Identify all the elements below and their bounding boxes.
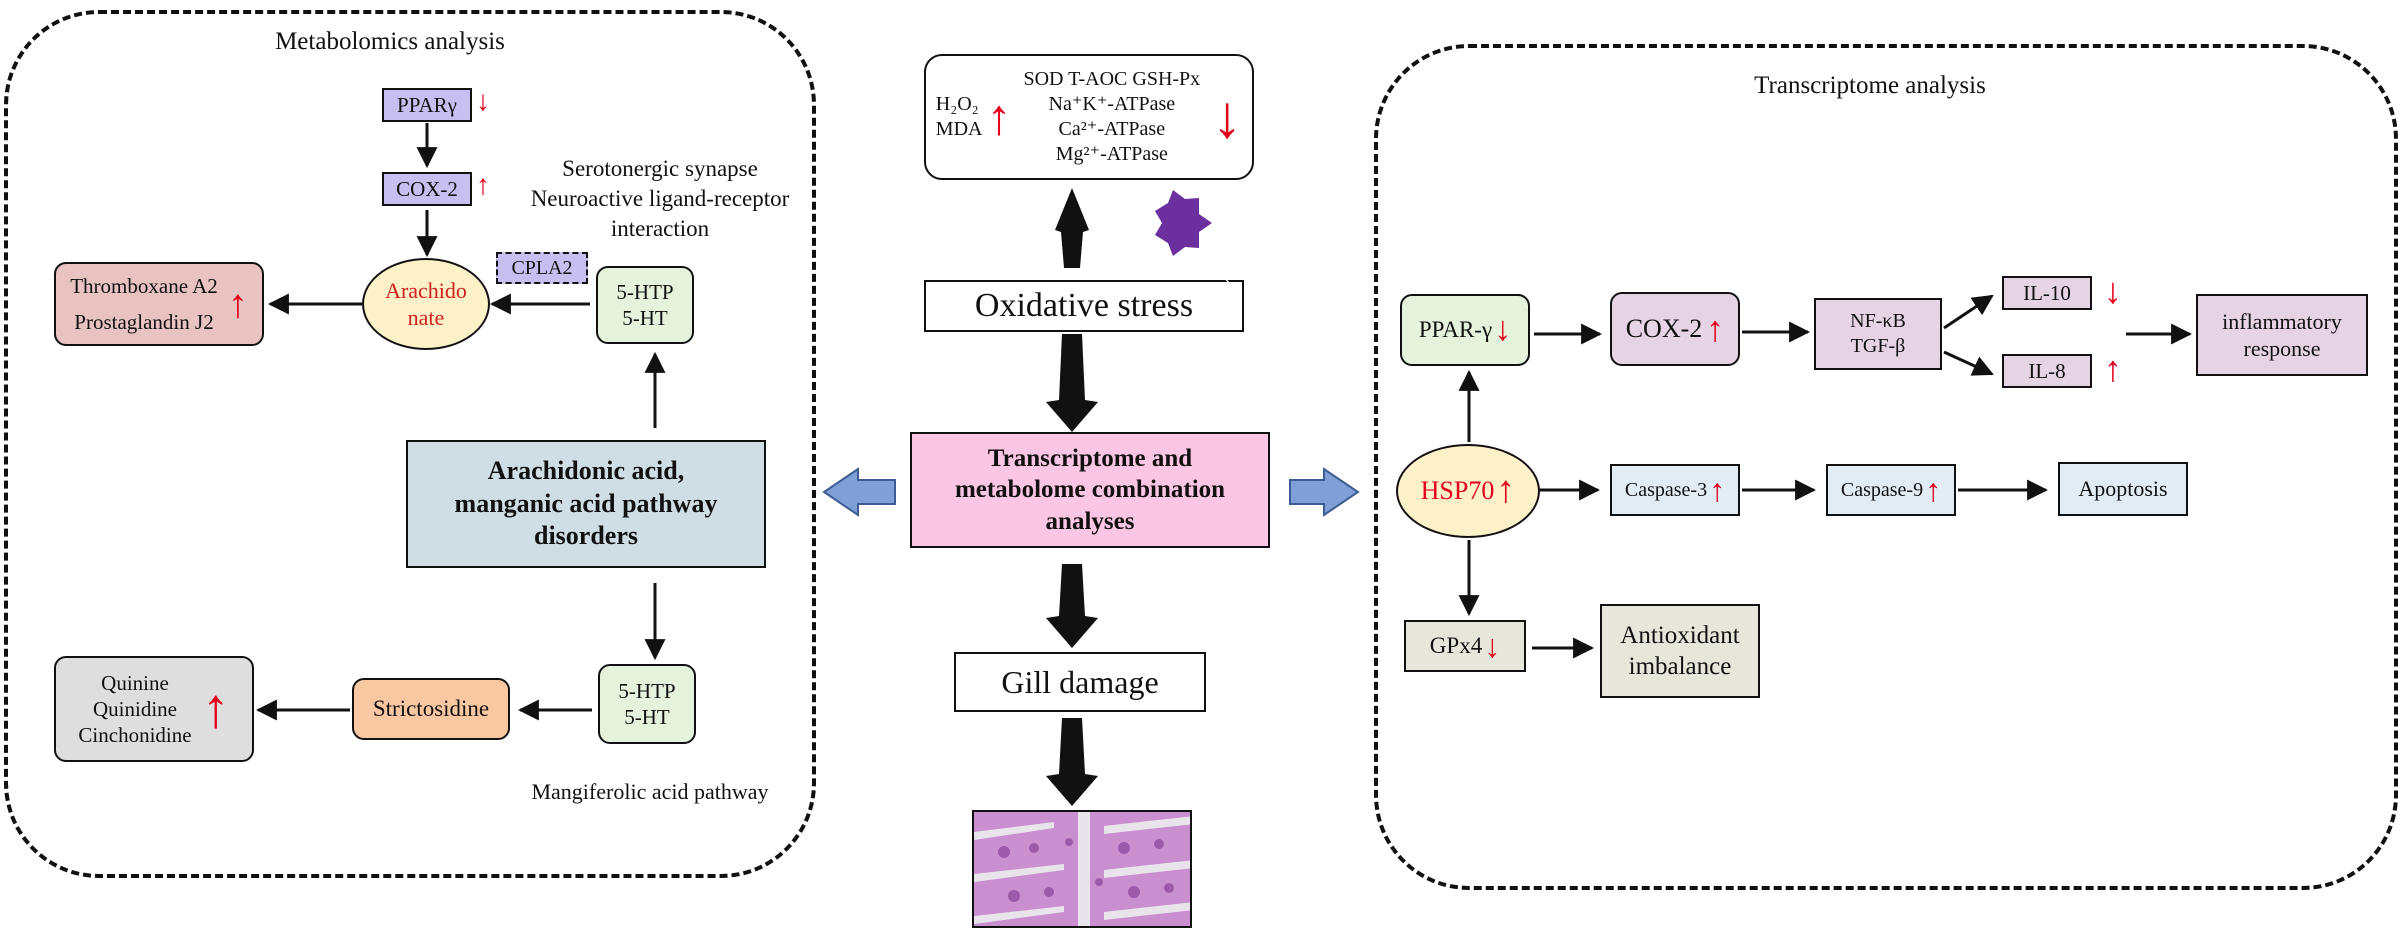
up-arrow-icon: ↑ [1709, 472, 1726, 508]
up-arrow-icon: ↑ [986, 88, 1012, 145]
il10-box: IL-10 [2002, 276, 2092, 310]
hsp70-ellipse: HSP70↑ [1396, 444, 1540, 538]
il8-box: IL-8 [2002, 354, 2092, 388]
up-arrow-icon: ↑ [476, 170, 490, 201]
block-arrow-right [1289, 467, 1360, 517]
crvi-label: Cr(VI) [1198, 258, 1264, 284]
arrow-combination-to-gill [1046, 564, 1098, 648]
cpla2-box: CPLA2 [496, 252, 588, 284]
up-arrow-icon: ↑ [2104, 349, 2122, 389]
transcriptome-panel [1374, 44, 2398, 890]
up-arrow-icon: ↑ [227, 281, 248, 326]
apoptosis-box: Apoptosis [2058, 462, 2188, 516]
cox2-box-m: COX-2 [382, 172, 472, 206]
down-arrow-icon: ↓ [1484, 628, 1501, 664]
down-arrow-icon: ↓ [1494, 310, 1512, 348]
gill-damage-box: Gill damage [954, 652, 1206, 712]
gill-tissue-drawing [974, 812, 1190, 926]
caspase9-box: Caspase-9↑ [1826, 464, 1956, 516]
ppar-gamma-box-t: PPAR-γ↓ [1400, 294, 1530, 366]
arrow-oxidative-to-markers [1055, 188, 1089, 268]
gill-tissue-image [972, 810, 1192, 928]
transcriptome-title: Transcriptome analysis [1754, 72, 1986, 99]
arrow-gill-to-tissue [1046, 718, 1098, 806]
metabolomics-panel [4, 10, 816, 878]
up-arrow-icon: ↑ [201, 678, 230, 740]
down-arrow-icon: ↓ [1212, 83, 1243, 150]
metabolomics-title: Metabolomics analysis [275, 28, 505, 55]
ppar-gamma-box-m: PPARγ [382, 88, 472, 122]
caspase3-box: Caspase-3↑ [1610, 464, 1740, 516]
cox2-box-t: COX-2↑ [1610, 292, 1740, 366]
crvi-starburst [1155, 190, 1212, 256]
serotonergic-label: Serotonergic synapse Neuroactive ligand-… [530, 156, 790, 241]
down-arrow-icon: ↓ [476, 86, 490, 117]
up-arrow-icon: ↑ [1706, 308, 1725, 349]
block-arrow-left [822, 467, 896, 517]
up-arrow-icon: ↑ [1925, 472, 1942, 508]
down-arrow-icon: ↓ [2104, 271, 2122, 311]
arrow-nfkb-to-il8 [1943, 350, 1994, 376]
oxidative-stress-box: Oxidative stress [924, 280, 1244, 332]
arrow-oxidative-to-combination [1046, 334, 1098, 432]
arrow-nfkb-to-il10 [1943, 294, 1994, 330]
strictosidine-box: Strictosidine [352, 678, 510, 740]
up-arrow-icon: ↑ [1496, 469, 1516, 512]
gpx4-box: GPx4↓ [1404, 620, 1526, 672]
mangiferolic-label: Mangiferolic acid pathway [531, 779, 769, 804]
